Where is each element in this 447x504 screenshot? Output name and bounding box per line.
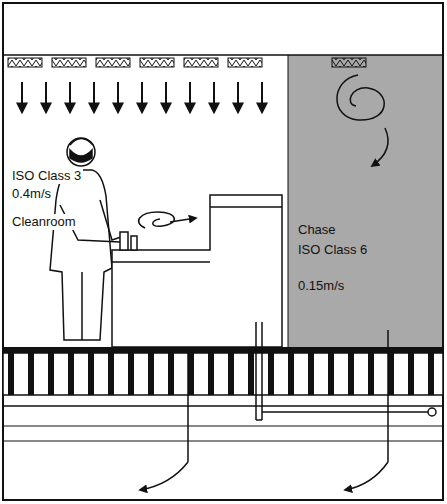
zone-class: ISO Class 6	[296, 242, 369, 258]
airflow-arrows	[22, 82, 262, 112]
chase-zone: ChaseISO Class 6 0.15m/s	[289, 56, 442, 346]
room-name: Chase	[296, 222, 338, 238]
ceiling	[3, 54, 443, 56]
airflow-speed: 0.4m/s	[10, 186, 53, 202]
frame	[3, 3, 443, 500]
zone-class: ISO Class 3	[10, 168, 83, 184]
raised-floor	[3, 347, 443, 441]
room-name: Cleanroom	[10, 214, 78, 230]
service-pipes	[188, 322, 436, 462]
return-arrows	[140, 462, 388, 490]
chase-fill	[288, 55, 443, 347]
chase-wall	[288, 55, 289, 347]
airflow-speed: 0.15m/s	[296, 278, 346, 294]
tool-swirl	[139, 212, 196, 228]
cleanroom-zone: ISO Class 3 0.4m/sCleanroom	[5, 67, 288, 347]
hepa-filters	[8, 58, 366, 67]
chase-swirl	[337, 75, 388, 166]
